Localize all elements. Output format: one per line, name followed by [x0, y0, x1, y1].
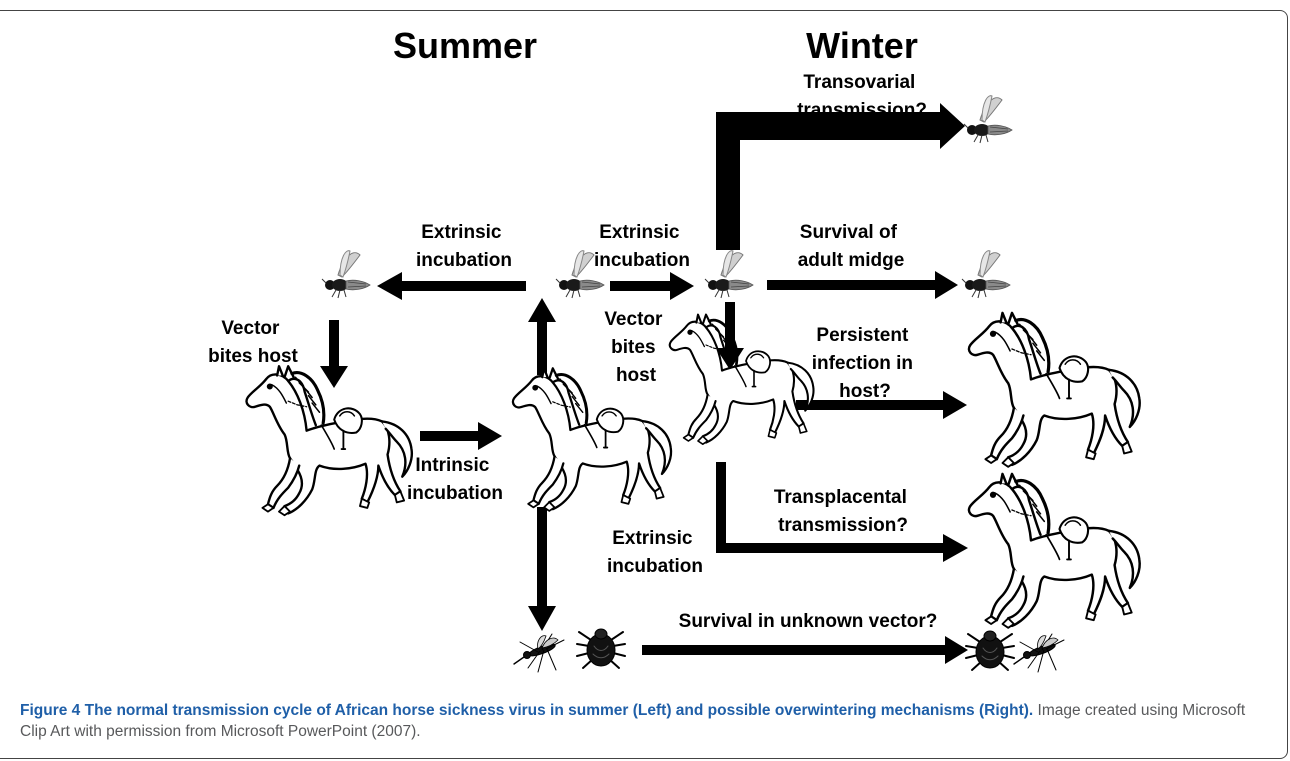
label-vector-bites-mid: Vector bites host: [604, 309, 667, 386]
label-transovarial: Transovarial transmission?: [797, 72, 927, 121]
figure-caption: Figure 4 The normal transmission cycle o…: [20, 700, 1260, 742]
label-persistent-infection: Persistent infection in host?: [812, 325, 919, 402]
arrow-icon: [528, 507, 556, 631]
transmission-diagram: Summer Winter: [208, 25, 1142, 673]
mosquito-icon: [513, 633, 565, 673]
label-vector-bites-left: Vector bites host: [208, 318, 298, 367]
arrow-icon: [716, 462, 968, 562]
label-unknown-vector: Survival in unknown vector?: [679, 611, 938, 632]
horse-icon: [967, 472, 1142, 630]
arrow-icon: [528, 298, 556, 375]
label-extrinsic-bottom: Extrinsic incubation: [607, 528, 703, 577]
midge-icon: [321, 250, 371, 299]
label-intrinsic-incubation: Intrinsic incubation: [407, 455, 503, 504]
arrow-icon: [610, 272, 694, 300]
winter-heading: Winter: [806, 25, 918, 66]
arrow-icon: [420, 422, 502, 450]
midge-icon: [963, 95, 1013, 144]
horse-icon: [668, 313, 815, 446]
tick-icon: [965, 630, 1015, 671]
midge-icon: [961, 250, 1011, 299]
horse-icon: [244, 364, 414, 517]
horse-icon: [967, 311, 1142, 469]
label-survival-adult-midge: Survival of adult midge: [798, 222, 905, 271]
arrow-icon: [767, 271, 958, 299]
arrows: [320, 103, 968, 664]
midge-icon: [704, 250, 754, 299]
arrow-icon: [642, 636, 968, 664]
horse-icon: [511, 366, 673, 513]
figure-frame: [0, 10, 1288, 759]
arrow-icon: [716, 103, 965, 250]
mosquito-icon: [1013, 633, 1065, 673]
summer-heading: Summer: [393, 25, 537, 66]
caption-text: Image created using Microsoft Clip Art w…: [20, 702, 1246, 740]
label-extrinsic-left: Extrinsic incubation: [416, 222, 512, 271]
arrow-icon: [377, 272, 526, 300]
label-transplacental: Transplacental transmission?: [774, 487, 912, 536]
caption-title: Figure 4 The normal transmission cycle o…: [20, 702, 1034, 719]
tick-icon: [576, 628, 626, 669]
arrow-icon: [796, 391, 967, 419]
arrow-icon: [320, 320, 348, 388]
label-extrinsic-mid: Extrinsic incubation: [594, 222, 690, 271]
